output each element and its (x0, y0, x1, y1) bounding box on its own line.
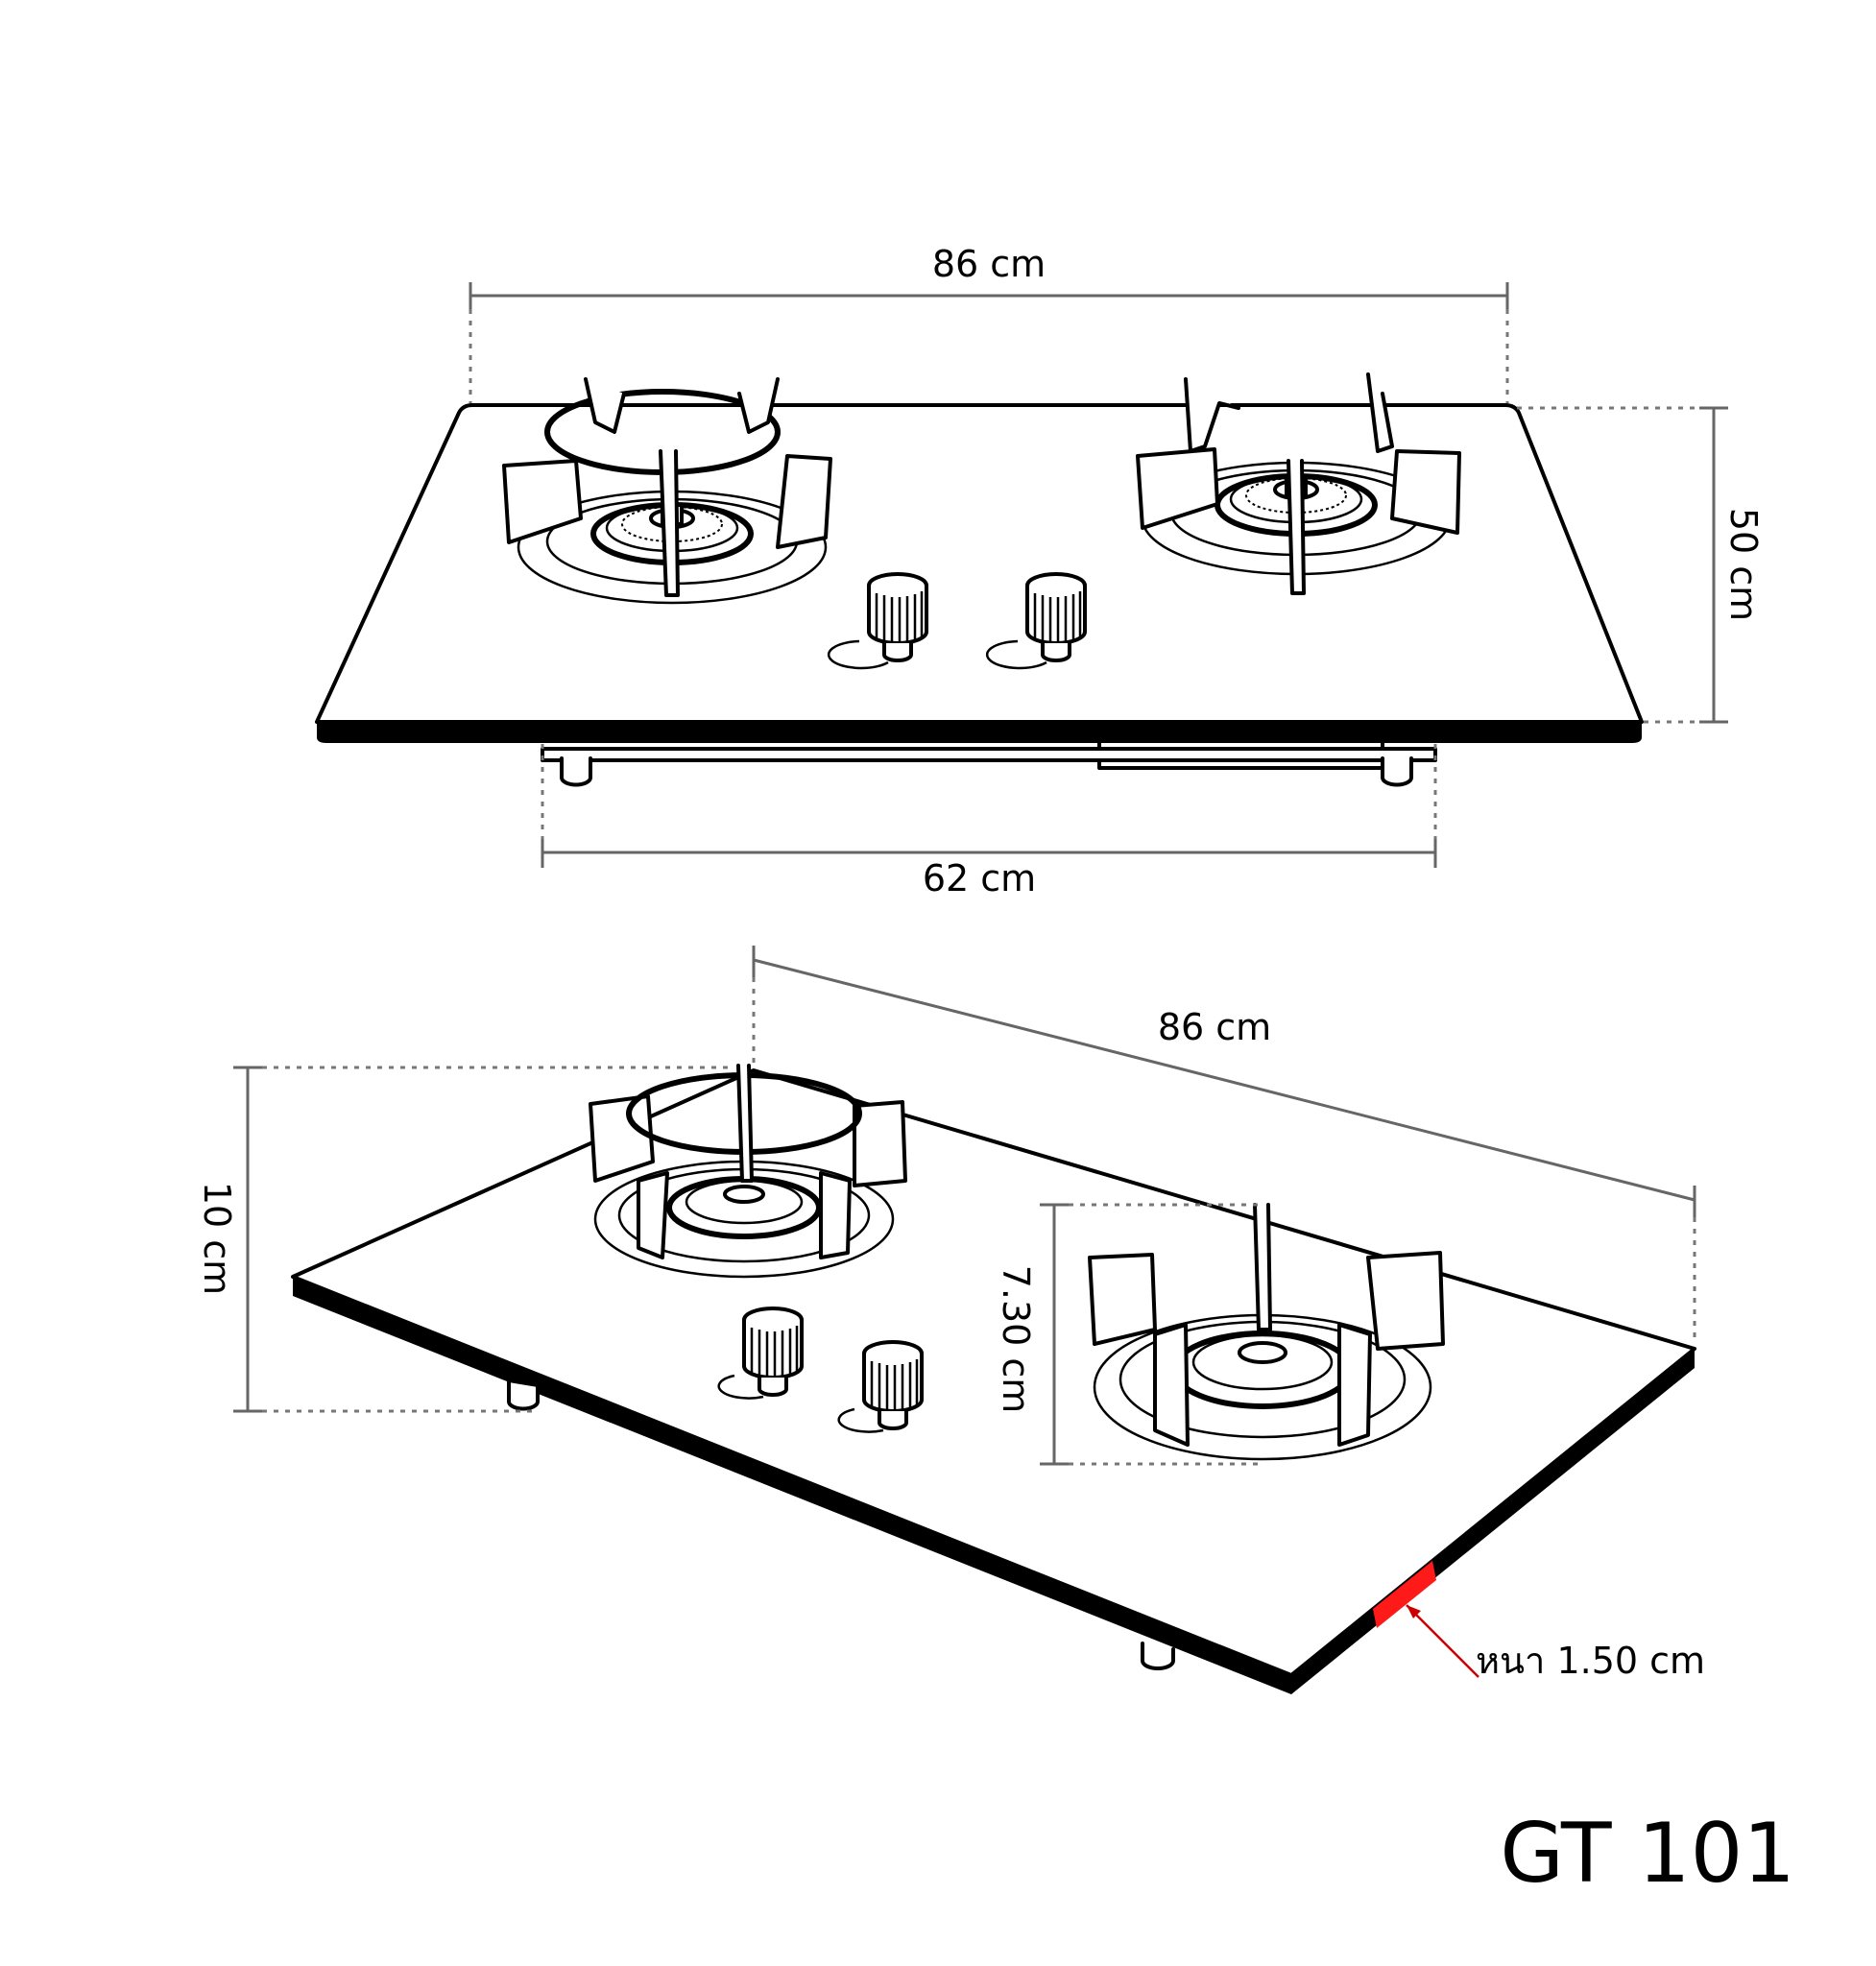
rear-burner-perspective (589, 1064, 907, 1279)
left-knob-perspective (717, 1307, 804, 1400)
perspective-width-label: 86 cm (1158, 1006, 1271, 1048)
perspective-burner-height-dimension: 7.30 cm (995, 1203, 1258, 1466)
right-burner-top (1136, 372, 1461, 595)
perspective-width-dimension: 86 cm (752, 946, 1696, 1339)
left-knob-top (827, 572, 928, 670)
right-knob-top (985, 572, 1087, 670)
top-depth-dimension: 50 cm (1517, 406, 1765, 724)
thickness-callout: หนา 1.50 cm (1406, 1604, 1705, 1682)
top-cutout-label: 62 cm (923, 857, 1036, 899)
front-burner-perspective (1088, 1203, 1445, 1461)
perspective-height-label: 10 cm (196, 1182, 238, 1295)
model-name: GT 101 (1500, 1806, 1795, 1902)
right-knob-perspective (837, 1340, 924, 1433)
top-depth-label: 50 cm (1722, 508, 1765, 621)
top-width-dimension: 86 cm (469, 243, 1509, 403)
top-view: 86 cm (315, 243, 1765, 899)
top-cutout-dimension: 62 cm (541, 744, 1437, 899)
perspective-height-dimension: 10 cm (196, 1066, 734, 1413)
thickness-highlight (1373, 1561, 1436, 1628)
thickness-label: หนา 1.50 cm (1476, 1640, 1705, 1682)
perspective-burner-height-label: 7.30 cm (995, 1265, 1037, 1414)
top-width-label: 86 cm (932, 243, 1046, 285)
perspective-view: 86 cm (196, 946, 1705, 1694)
perspective-hob-body (291, 1068, 1696, 1694)
left-burner-top (502, 377, 832, 603)
